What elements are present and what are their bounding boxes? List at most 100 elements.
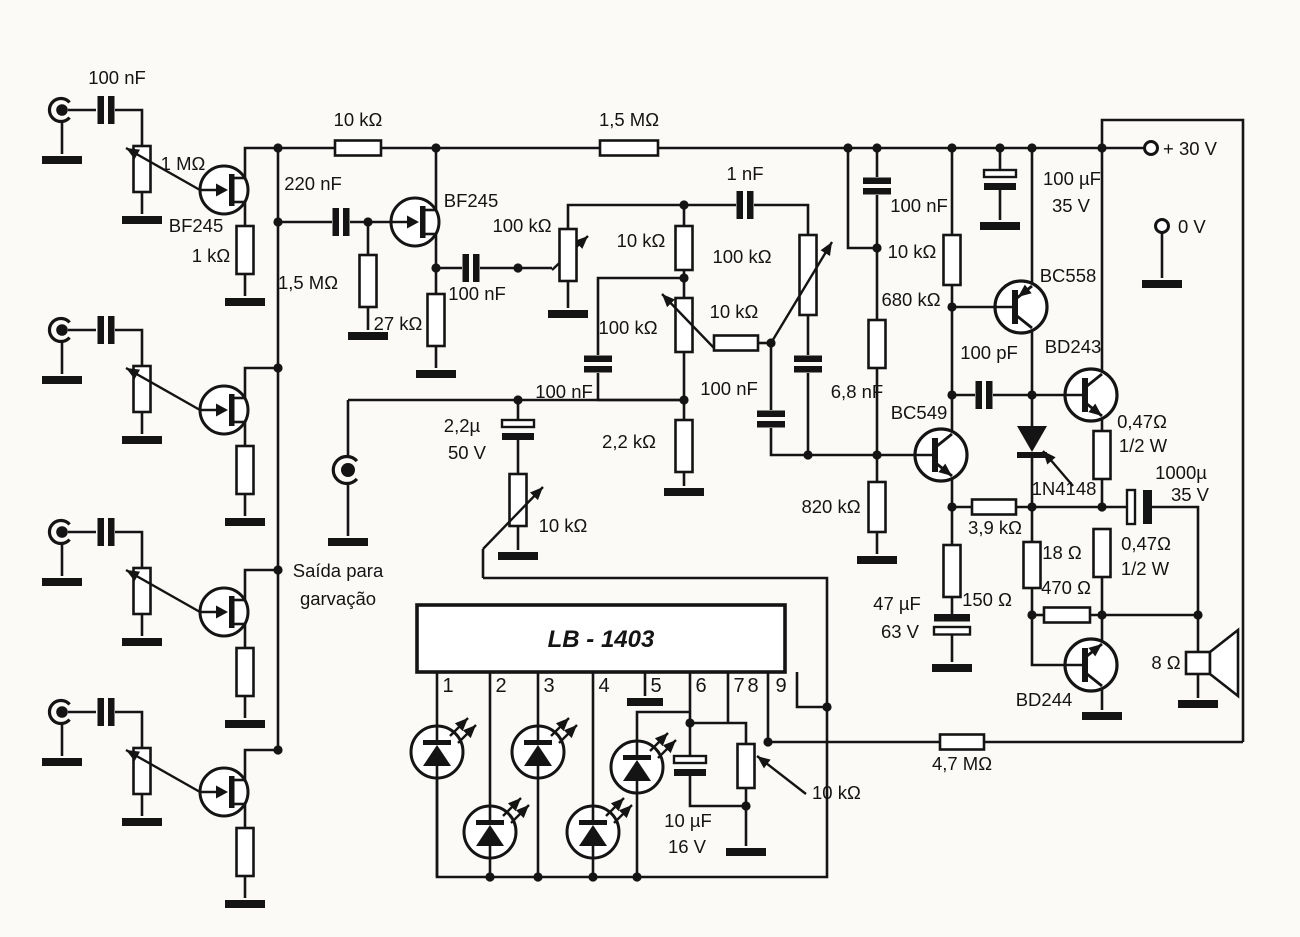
ground-icon [122, 216, 162, 224]
led-icon [609, 732, 677, 795]
label-amp-collector-res: 10 kΩ [888, 241, 937, 262]
label-tone-mid-cap: 100 nF [700, 378, 758, 399]
ground-icon [42, 156, 82, 164]
label-amp-bypass-cap: 47 µF [873, 593, 921, 614]
label-amp-supply-cap: 100 µF [1043, 168, 1101, 189]
label-pin-1: 1 [442, 675, 453, 697]
label-mixer-jfet: BF245 [444, 190, 499, 211]
wire [690, 721, 748, 745]
arrowhead [1018, 284, 1032, 297]
jfet-icon [389, 196, 441, 248]
gnd-terminal [1154, 218, 1170, 234]
wire [1152, 505, 1200, 615]
input-channel [40, 314, 285, 528]
junction-dot [485, 872, 495, 882]
label-amp-eres-bot-w: 1/2 W [1121, 558, 1170, 579]
wire [635, 710, 690, 741]
label-pin-7: 7 [733, 675, 744, 697]
label-amp-eres-top: 0,47Ω [1117, 411, 1167, 432]
label-1n4148: 1N4148 [1032, 478, 1097, 499]
arrowhead [610, 798, 624, 812]
arrowhead [515, 805, 529, 819]
coupling-cap-icon [332, 208, 350, 236]
vcc-terminal [1143, 140, 1159, 156]
wire [482, 486, 544, 550]
arrowhead [1088, 644, 1102, 657]
rca-jack-icon [47, 96, 71, 124]
label-pin-4: 4 [598, 675, 609, 697]
ground-icon [225, 298, 265, 306]
arrowhead [574, 236, 588, 249]
lb1403-ic [415, 603, 787, 674]
feedback-res-body [867, 318, 887, 370]
vu-input-res-body [938, 733, 986, 751]
junction-dot [632, 872, 642, 882]
ground-icon [548, 310, 588, 318]
ground-icon [328, 538, 368, 546]
wire [795, 672, 827, 709]
output-cap-icon [1125, 488, 1152, 526]
label-amp-bias-res: 18 Ω [1042, 542, 1082, 563]
tone-series-res-body [674, 224, 694, 272]
label-channel-level-pot: 1 MΩ [161, 153, 206, 174]
vu-filter-cap-icon [672, 754, 708, 776]
label-bias-decoupling-cap: 100 nF [890, 195, 948, 216]
label-tone-treble-pot: 100 kΩ [712, 246, 771, 267]
label-record-cap-voltage: 50 V [448, 442, 487, 463]
arrowhead [563, 725, 577, 739]
label-channel-input-cap: 100 nF [88, 67, 146, 88]
jfet-icon [198, 164, 250, 216]
label-amp-output-cap-voltage: 35 V [1171, 484, 1210, 505]
arrowhead [1043, 451, 1056, 465]
base-res-body [867, 480, 887, 534]
label-pin-3: 3 [543, 675, 554, 697]
wire [846, 148, 877, 250]
bass-pot-body [674, 296, 694, 354]
label-vu-filter-cap-voltage: 16 V [668, 836, 707, 857]
ground-icon [416, 370, 456, 378]
mid-cap-icon [757, 410, 785, 428]
label-tone-series-res: 10 kΩ [617, 230, 666, 251]
label-mixer-output-cap: 100 nF [448, 283, 506, 304]
transistor-icon [1063, 637, 1119, 693]
label-tone-bass-pot: 100 kΩ [598, 317, 657, 338]
label-record-pot: 10 kΩ [539, 515, 588, 536]
junction-dot [533, 872, 543, 882]
volume-pot-body [558, 227, 578, 283]
decoupling-cap-icon [863, 177, 891, 195]
label-record-cap: 2,2µ [444, 415, 481, 436]
junction-dot [588, 872, 598, 882]
source-res-body [235, 224, 255, 276]
label-amp-emitter-res: 150 Ω [962, 589, 1012, 610]
arrowhead [1088, 403, 1102, 416]
drain-res-body [333, 139, 383, 157]
arrowhead [462, 725, 476, 739]
bass-res-body [712, 334, 760, 352]
bias-res-body [1022, 540, 1042, 590]
bass-cap-icon [584, 355, 612, 373]
label-lb1403: LB - 1403 [548, 626, 655, 653]
label-tone-hf-cap: 6,8 nF [831, 381, 883, 402]
gate-res-body [358, 253, 378, 309]
label-pin-6: 6 [695, 675, 706, 697]
arrowhead [618, 805, 632, 819]
led-icon [565, 797, 633, 860]
wire [596, 276, 684, 355]
comp-cap-icon [975, 381, 993, 409]
tone-load-res-body [674, 418, 694, 474]
ground-icon [498, 552, 538, 560]
wire [754, 203, 810, 235]
ground-icon [664, 488, 704, 496]
junction-dot [803, 450, 813, 460]
label-bc558: BC558 [1040, 265, 1097, 286]
output-cap-icon [462, 254, 480, 282]
label-bc549: BC549 [891, 402, 948, 423]
label-pin-2: 2 [495, 675, 506, 697]
label-channel-jfet: BF245 [169, 215, 224, 236]
wire [1100, 118, 1245, 742]
input-channel [40, 696, 285, 910]
input-channel [42, 96, 283, 306]
label-vu-input-res: 4,7 MΩ [932, 753, 992, 774]
record-cap-icon [500, 418, 536, 440]
